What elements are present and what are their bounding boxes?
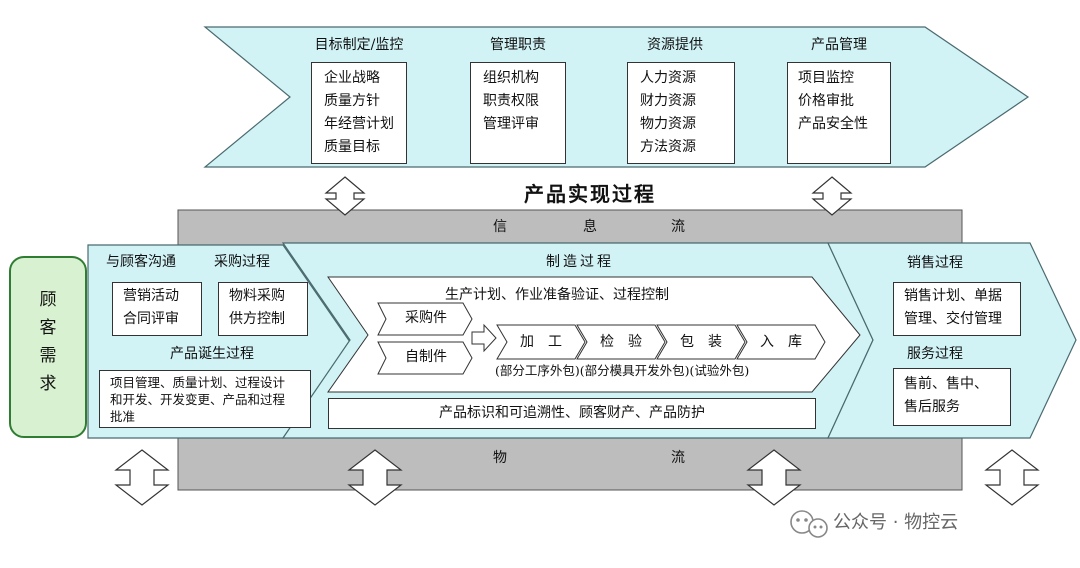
diagram-title: 产品实现过程 — [524, 182, 656, 206]
comm-title: 与顾客沟通 — [106, 254, 176, 270]
double-arrow-icon-6 — [984, 449, 1040, 506]
sales-item: 管理、交付管理 — [904, 311, 1002, 327]
group-title-1: 目标制定/监控 — [314, 37, 404, 53]
input-label-selfmade: 自制件 — [405, 349, 447, 365]
input-shape-1 — [377, 302, 473, 336]
birth-detail-line: 批准 — [110, 409, 136, 424]
purchase-box: 物料采购 供方控制 — [218, 282, 308, 336]
input-shape-2 — [377, 341, 473, 375]
group-item: 组织机构 — [483, 70, 539, 86]
group-item: 管理评审 — [483, 116, 539, 132]
customer-box — [9, 256, 87, 438]
group-item: 项目监控 — [798, 70, 854, 86]
info-flow-char: 流 — [671, 219, 685, 235]
step-label-store: 入 库 — [760, 334, 802, 350]
customer-char: 顾 — [39, 290, 57, 310]
step-shape-1 — [496, 324, 586, 360]
customer-char: 客 — [39, 318, 57, 338]
outsourcing-note: (部分工序外包)(部分模具开发外包)(试验外包) — [495, 363, 750, 378]
group-box-4: 项目监控 价格审批 产品安全性 — [787, 62, 891, 164]
group-item: 质量方针 — [324, 93, 380, 109]
watermark-text: 公众号 · 物控云 — [833, 512, 959, 533]
double-arrow-icon-3 — [114, 449, 170, 506]
comm-item: 合同评审 — [123, 311, 179, 327]
group-title-3: 资源提供 — [647, 37, 703, 53]
hollow-arrow-icon — [471, 323, 497, 353]
group-item: 年经营计划 — [324, 116, 394, 132]
service-box: 售前、售中、 售后服务 — [893, 368, 1011, 426]
group-item: 职责权限 — [483, 93, 539, 109]
sales-box: 销售计划、单据 管理、交付管理 — [893, 282, 1021, 336]
customer-char: 求 — [39, 374, 57, 394]
birth-detail-box: 项目管理、质量计划、过程设计 和开发、开发变更、产品和过程 批准 — [99, 370, 311, 428]
step-label-inspect: 检 验 — [600, 334, 642, 350]
birth-detail-line: 项目管理、质量计划、过程设计 — [110, 375, 286, 390]
purchase-item: 供方控制 — [229, 311, 285, 327]
comm-box: 营销活动 合同评审 — [112, 282, 202, 336]
step-label-pack: 包 装 — [680, 334, 722, 350]
birth-detail-line: 和开发、开发变更、产品和过程 — [110, 392, 286, 407]
customer-demand-label: 顾 客 需 求 — [10, 286, 86, 398]
material-flow-char: 流 — [671, 450, 685, 466]
info-flow-char: 信 — [493, 219, 507, 235]
sales-title: 销售过程 — [907, 255, 963, 271]
material-flow-char: 物 — [493, 450, 507, 466]
purchase-item: 物料采购 — [229, 288, 285, 304]
group-box-1: 企业战略 质量方针 年经营计划 质量目标 — [311, 62, 407, 164]
group-item: 物力资源 — [640, 116, 696, 132]
manufacturing-subtitle: 生产计划、作业准备验证、过程控制 — [445, 287, 669, 303]
group-item: 方法资源 — [640, 139, 696, 155]
double-arrow-icon-4 — [347, 449, 403, 506]
double-arrow-icon-1 — [324, 176, 366, 216]
group-item: 财力资源 — [640, 93, 696, 109]
group-title-4: 产品管理 — [811, 37, 867, 53]
double-arrow-icon-5 — [746, 449, 802, 506]
input-label-purchased: 采购件 — [405, 310, 447, 326]
group-box-2: 组织机构 职责权限 管理评审 — [470, 62, 566, 164]
step-shape-2 — [576, 324, 666, 360]
group-item: 价格审批 — [798, 93, 854, 109]
step-label-process: 加 工 — [520, 334, 562, 350]
service-title: 服务过程 — [907, 346, 963, 362]
purchase-title: 采购过程 — [214, 254, 270, 270]
group-item: 企业战略 — [324, 70, 380, 86]
wechat-logo-icon — [790, 510, 828, 538]
step-shape-4 — [736, 324, 826, 360]
service-item: 售前、售中、 — [904, 376, 988, 392]
group-item: 人力资源 — [640, 70, 696, 86]
group-item: 质量目标 — [324, 139, 380, 155]
customer-char: 需 — [39, 346, 57, 366]
group-box-3: 人力资源 财力资源 物力资源 方法资源 — [627, 62, 735, 164]
service-item: 售后服务 — [904, 399, 960, 415]
birth-section-title: 产品诞生过程 — [170, 346, 254, 362]
group-title-2: 管理职责 — [490, 37, 546, 53]
info-flow-char: 息 — [583, 219, 597, 235]
comm-item: 营销活动 — [123, 288, 179, 304]
manufacturing-title: 制造过程 — [546, 254, 614, 270]
sales-item: 销售计划、单据 — [904, 288, 1002, 304]
step-shape-3 — [656, 324, 746, 360]
manufacturing-footer-box: 产品标识和可追溯性、顾客财产、产品防护 — [328, 398, 816, 429]
group-item: 产品安全性 — [798, 116, 868, 132]
double-arrow-icon-2 — [811, 176, 853, 216]
